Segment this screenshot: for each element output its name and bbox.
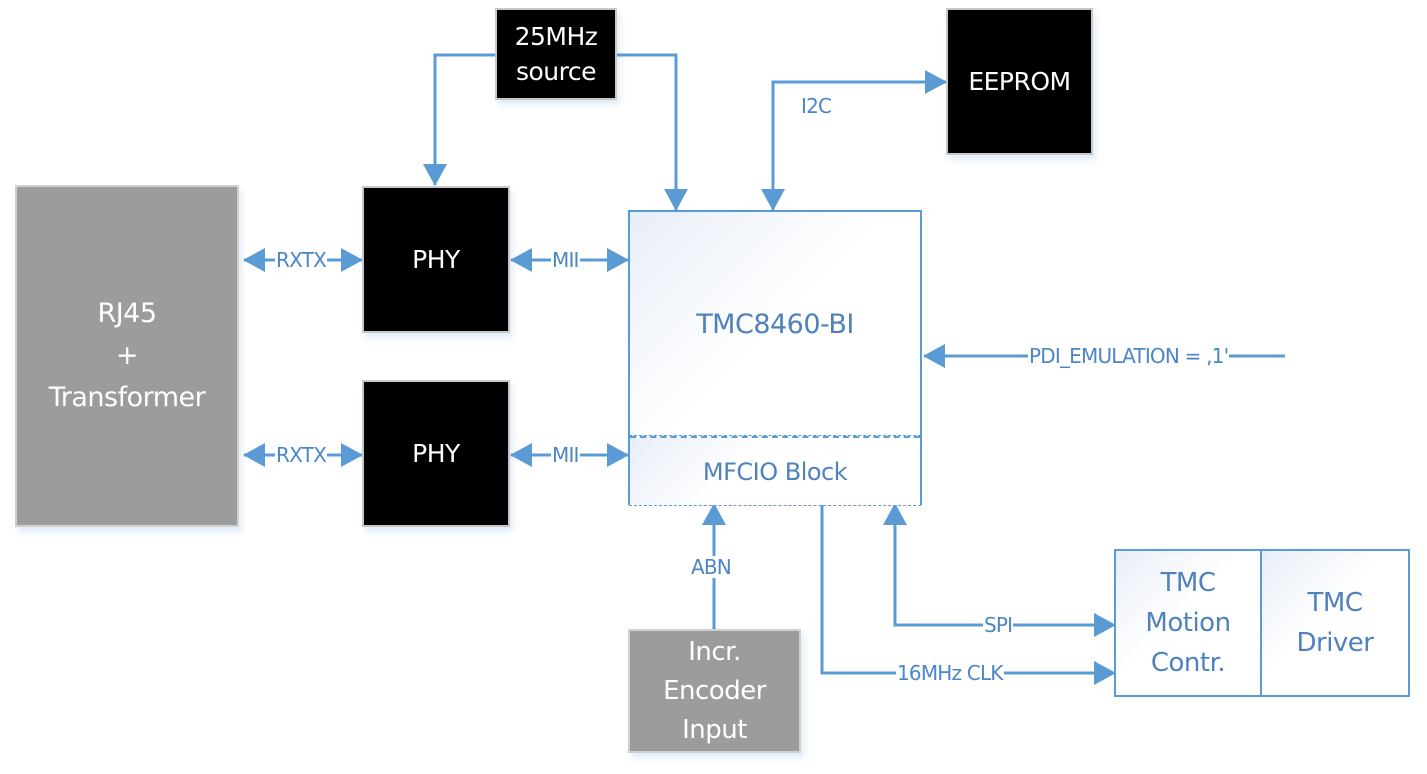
pdi-label: PDI_EMULATION = ,1' [1028,344,1230,368]
mii-bottom-label: MII [551,443,580,467]
mii-top-label: MII [551,248,580,272]
motion-controller-label: TMC Motion Contr. [1145,568,1231,678]
spi-line [883,503,1116,637]
encoder-label: Incr. Encoder Input [663,636,766,745]
tmc8460-label: TMC8460-BI [696,309,854,340]
phy-top-block: PHY [362,186,510,333]
phy-bottom-block: PHY [362,380,510,527]
i2c-line [761,70,947,211]
rj45-label: RJ45 + Transformer [48,298,206,413]
eeprom-label: EEPROM [968,67,1071,96]
rj45-block: RJ45 + Transformer [15,185,239,527]
clk-label: 16MHz CLK [896,661,1004,685]
clock-to-tmc-line [616,53,688,211]
phy-top-label: PHY [412,245,460,274]
clock-to-phy-line [423,53,496,186]
eeprom-block: EEPROM [946,8,1093,155]
clock-source-block: 25MHz source [495,8,617,100]
mfcio-label: MFCIO Block [702,457,848,486]
clock-source-label: 25MHz source [514,22,598,86]
phy-bottom-label: PHY [412,439,460,468]
clk-line [820,504,1116,685]
encoder-block: Incr. Encoder Input [628,629,801,753]
motion-controller-block: TMC Motion Contr. [1114,549,1262,697]
driver-block: TMC Driver [1260,549,1410,697]
rxtx-bottom-label: RXTX [275,443,327,467]
spi-label: SPI [983,613,1014,637]
mfcio-block: MFCIO Block [629,435,921,506]
rxtx-top-label: RXTX [275,248,327,272]
driver-label: TMC Driver [1296,588,1374,658]
i2c-label: I2C [801,94,832,118]
tmc8460-block: TMC8460-BI MFCIO Block [628,210,922,506]
abn-label: ABN [690,555,732,579]
tmc8460-label-wrap: TMC8460-BI [630,212,920,437]
